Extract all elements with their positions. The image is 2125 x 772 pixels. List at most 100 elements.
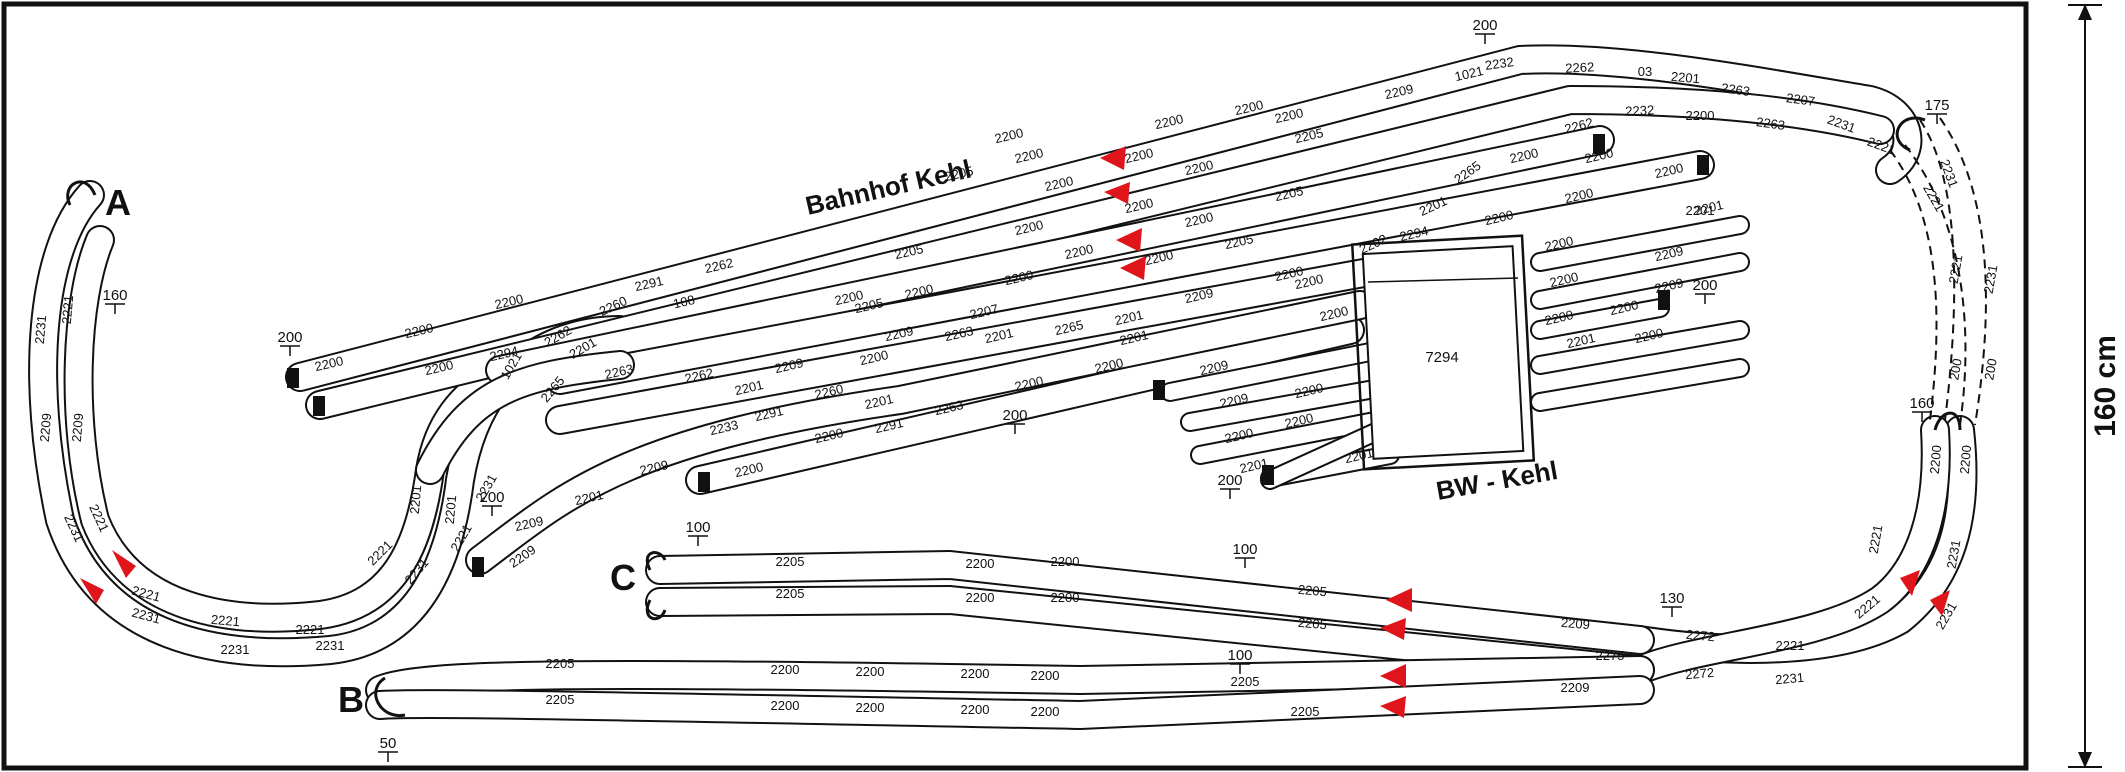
height-marker: 100 bbox=[1232, 541, 1258, 568]
track-part-label: 2262 bbox=[703, 255, 735, 276]
buffers bbox=[287, 134, 1709, 577]
track-part-label: 2231 bbox=[221, 642, 250, 657]
height-value: 200 bbox=[1472, 17, 1497, 34]
track-part-label: 2205 bbox=[776, 554, 805, 569]
track-part-label: 2265 bbox=[1053, 317, 1085, 338]
direction-arrow-east bbox=[1380, 696, 1406, 718]
track-part-label: 2200 bbox=[1273, 263, 1305, 284]
dashed-connection-1 bbox=[1919, 119, 1956, 421]
direction-arrow-north bbox=[1900, 570, 1920, 596]
track-part-label: 2201 bbox=[1670, 69, 1700, 86]
track-part-label: 2205 bbox=[546, 656, 575, 671]
track-part-label: 2200 bbox=[858, 347, 890, 368]
track-part-label: 2209 bbox=[638, 457, 670, 478]
track-part-label: 2200 bbox=[1003, 267, 1035, 288]
height-marker: 175 bbox=[1924, 97, 1950, 124]
height-marker: 160 bbox=[102, 287, 128, 314]
track-part-label: 2201 bbox=[442, 495, 459, 525]
track-part-label: 2221 bbox=[210, 612, 240, 629]
track-part-label: 2200 bbox=[1013, 145, 1045, 166]
track-part-label: 200 bbox=[1946, 357, 1965, 381]
track-part-label: 2207 bbox=[968, 301, 1000, 322]
track-part-label: 2200 bbox=[1653, 160, 1685, 181]
buffer-stop bbox=[313, 396, 325, 416]
track-part-label: 2200 bbox=[961, 666, 990, 681]
track-part-label: 2209 bbox=[883, 323, 915, 344]
track-part-label: 2209 bbox=[1383, 81, 1415, 102]
track-part-label: 2205 bbox=[1231, 674, 1260, 689]
turntable-label: 7294 bbox=[1425, 349, 1458, 366]
track-part-label: 2272 bbox=[1685, 665, 1715, 682]
track-part-label: 2205 bbox=[1293, 125, 1325, 146]
track-part-label: 2209 bbox=[1560, 615, 1590, 632]
track-part-label: 2201 bbox=[1565, 330, 1597, 351]
height-marker: 100 bbox=[685, 519, 711, 546]
loop-end-a bbox=[66, 180, 97, 206]
direction-arrow-north bbox=[1930, 590, 1950, 616]
track-part-label: 2201 bbox=[733, 377, 765, 398]
height-marker: 200 bbox=[1002, 407, 1028, 434]
track-part-label: 2201 bbox=[1343, 445, 1375, 466]
track-part-label: 2294 bbox=[488, 343, 520, 364]
track-part-label: 2200 bbox=[1051, 554, 1080, 569]
buffer-stop bbox=[698, 472, 710, 492]
direction-arrow-west bbox=[1380, 664, 1406, 688]
height-value: 175 bbox=[1924, 97, 1949, 114]
track-part-label: 2200 bbox=[966, 590, 995, 605]
track-part-label: 2200 bbox=[1483, 207, 1515, 228]
track-part-label: 2209 bbox=[37, 413, 54, 443]
track-part-label: 2200 bbox=[1583, 145, 1615, 166]
height-marker: 50 bbox=[378, 735, 398, 762]
track-part-label: 2263 bbox=[1755, 114, 1786, 133]
loop-ends bbox=[66, 116, 1962, 717]
track-part-label: 2200 bbox=[313, 353, 345, 374]
height-marker: 200 bbox=[1472, 17, 1498, 44]
height-value: 100 bbox=[1232, 541, 1257, 558]
track-part-label: 2201 bbox=[1118, 327, 1150, 348]
track-part-label: 2200 bbox=[1563, 185, 1595, 206]
track-part-label: 2201 bbox=[983, 325, 1015, 346]
track-part-label: 2200 bbox=[1043, 173, 1075, 194]
track-part-label: 2231 bbox=[1944, 539, 1964, 570]
track-part-label: 2221 bbox=[1776, 638, 1805, 653]
loop-end-right bbox=[1933, 411, 1962, 431]
track-part-label: 2200 bbox=[1031, 668, 1060, 683]
track-part-label: 2200 bbox=[856, 700, 885, 715]
loop-end-c2 bbox=[645, 599, 667, 621]
height-value: 130 bbox=[1659, 590, 1684, 607]
track-part-label: 2201 bbox=[1113, 307, 1145, 328]
loop-end-top-right bbox=[1895, 116, 1926, 152]
direction-arrow-west bbox=[1120, 256, 1146, 280]
direction-arrow-west bbox=[1104, 182, 1130, 204]
loop-end-c bbox=[645, 551, 667, 571]
track-part-label: 2200 bbox=[903, 281, 935, 302]
track-part-label: 2200 bbox=[771, 662, 800, 677]
track-part-label: 1021 bbox=[1453, 63, 1485, 84]
track-part-label: 2200 bbox=[403, 320, 435, 341]
track-part-label: 2200 bbox=[1957, 445, 1974, 475]
track-part-label: 2221 bbox=[1946, 254, 1966, 285]
height-value: 100 bbox=[1227, 647, 1252, 664]
track-part-label: 2200 bbox=[1548, 269, 1580, 290]
track-part-label: 2200 bbox=[1123, 195, 1155, 216]
track-part-label: 03 bbox=[1638, 64, 1652, 79]
track-part-label: 2291 bbox=[633, 273, 665, 294]
track-part-label: 2205 bbox=[776, 586, 805, 601]
end-label-a: A bbox=[105, 182, 131, 223]
track-part-label: 2291 bbox=[873, 415, 905, 436]
height-marker: 130 bbox=[1659, 590, 1685, 617]
track-part-label: 2231 bbox=[1981, 264, 2001, 295]
height-value: 50 bbox=[380, 735, 397, 752]
track-part-label: 2200 bbox=[1543, 233, 1575, 254]
track-part-label: 2200 bbox=[1508, 145, 1540, 166]
height-marker: 200 bbox=[277, 329, 303, 356]
track-part-label: 2201 bbox=[1693, 197, 1725, 218]
track-part-label: 2200 bbox=[1608, 297, 1640, 318]
buffer-stop bbox=[1593, 134, 1605, 154]
track-part-label: 2200 bbox=[1686, 108, 1715, 123]
tracks bbox=[28, 44, 1978, 730]
track-part-label: 2201 bbox=[1686, 203, 1715, 218]
direction-arrow-south bbox=[112, 550, 136, 578]
